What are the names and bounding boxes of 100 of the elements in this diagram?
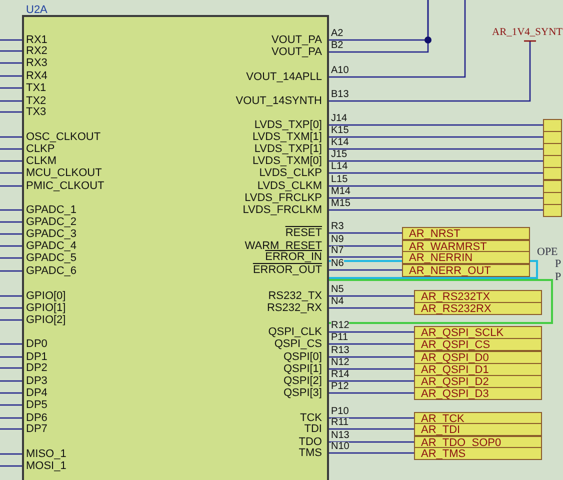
pin-number: K15 bbox=[331, 126, 349, 136]
pin-number: J14 bbox=[331, 114, 348, 124]
pin-number: L15 bbox=[331, 175, 348, 185]
pin-name: TCK bbox=[300, 412, 322, 424]
pin-name: RS232_TX bbox=[268, 290, 322, 302]
net-label-box: AR_RS232TX bbox=[414, 290, 542, 303]
pin-name: TX3 bbox=[26, 106, 46, 118]
pin-name: WARM_RESET bbox=[244, 240, 322, 252]
pin-name: GPADC_2 bbox=[26, 216, 77, 228]
pin-number: N13 bbox=[331, 431, 350, 441]
pin-name: RX2 bbox=[26, 45, 48, 57]
wire bbox=[327, 172, 543, 174]
wire bbox=[327, 209, 543, 211]
pin-name: VOUT_PA bbox=[271, 34, 322, 46]
pin-name: GPIO[0] bbox=[26, 290, 66, 302]
pin-name: GPADC_5 bbox=[26, 252, 77, 264]
part-designator: U2A bbox=[26, 4, 48, 16]
wire bbox=[327, 0, 429, 53]
pin-name: QSPI[3] bbox=[283, 387, 322, 399]
pin-name: ERROR_OUT bbox=[252, 264, 322, 276]
pin-number: R13 bbox=[331, 346, 350, 356]
net-label-box: AR_RS232RX bbox=[414, 302, 542, 315]
pin-number: N5 bbox=[331, 285, 344, 295]
pin-number: A2 bbox=[331, 29, 344, 39]
pin-number: N7 bbox=[331, 246, 344, 256]
pin-number: N10 bbox=[331, 442, 350, 452]
net-label-box: AR_NERRIN bbox=[402, 251, 530, 264]
net-label: AR_1V4_SYNT bbox=[492, 27, 560, 39]
wire bbox=[327, 307, 414, 309]
wire bbox=[327, 331, 414, 333]
wire bbox=[327, 452, 414, 454]
pin-number: P10 bbox=[331, 407, 349, 417]
wire bbox=[327, 245, 402, 247]
pin-name: QSPI[2] bbox=[283, 375, 322, 387]
pin-name: GPIO[2] bbox=[26, 314, 66, 326]
pin-name: DP1 bbox=[26, 351, 48, 363]
pin-number: K14 bbox=[331, 138, 349, 148]
pin-name: LVDS_TXP[0] bbox=[254, 119, 322, 131]
wire bbox=[327, 428, 414, 430]
pin-name: LVDS_TXM[1] bbox=[252, 131, 322, 143]
wire bbox=[327, 232, 402, 234]
pin-name: LVDS_CLKM bbox=[257, 180, 322, 192]
pin-name: GPIO[1] bbox=[26, 302, 66, 314]
pin-name: DP7 bbox=[26, 423, 48, 435]
wire bbox=[327, 269, 402, 271]
pin-name: QSPI[0] bbox=[283, 351, 322, 363]
pin-name: QSPI_CLK bbox=[268, 326, 322, 338]
pin-number: N9 bbox=[331, 235, 344, 245]
pin-name: DP2 bbox=[26, 362, 48, 374]
net-label-box: AR_TMS bbox=[414, 447, 542, 460]
wire bbox=[327, 136, 543, 138]
pin-number: B13 bbox=[331, 90, 349, 100]
wire bbox=[327, 295, 414, 297]
pin-name: GPADC_6 bbox=[26, 265, 77, 277]
pin-number: N12 bbox=[331, 358, 350, 368]
net-label-box: AR_QSPI_D0 bbox=[414, 351, 542, 364]
net-label-box bbox=[543, 204, 562, 217]
net-label-box bbox=[543, 180, 562, 193]
note-text: P bbox=[555, 258, 562, 270]
pin-name: OSC_CLKOUT bbox=[26, 131, 101, 143]
pin-name: CLKP bbox=[26, 143, 55, 155]
pin-name: RS232_RX bbox=[266, 302, 322, 314]
pin-number: R12 bbox=[331, 321, 350, 331]
note-text: P bbox=[555, 271, 562, 283]
net-label-box bbox=[543, 119, 562, 132]
net-label-box bbox=[543, 192, 562, 205]
wire bbox=[327, 441, 414, 443]
net-label-box: AR_QSPI_D2 bbox=[414, 375, 542, 388]
pin-number: M15 bbox=[331, 199, 350, 209]
net-label-box bbox=[543, 167, 562, 180]
pin-number: R11 bbox=[331, 418, 349, 428]
pin-name: QSPI[1] bbox=[283, 363, 322, 375]
pin-name: DP5 bbox=[26, 399, 48, 411]
pin-number: A10 bbox=[331, 66, 349, 76]
pin-name: LVDS_TXM[0] bbox=[252, 155, 322, 167]
pin-name: TX2 bbox=[26, 95, 46, 107]
pin-name: DP4 bbox=[26, 387, 48, 399]
wire bbox=[327, 124, 543, 126]
wire bbox=[327, 185, 543, 187]
net-label-box bbox=[543, 131, 562, 144]
pin-name: RX4 bbox=[26, 70, 48, 82]
pin-number: N4 bbox=[331, 297, 344, 307]
pin-number: P11 bbox=[331, 333, 348, 343]
wire bbox=[327, 148, 543, 150]
pin-name: RX1 bbox=[26, 34, 48, 46]
pin-name: TMS bbox=[298, 447, 322, 459]
pin-number: P12 bbox=[331, 382, 349, 392]
wire bbox=[327, 343, 414, 345]
net-label-box: AR_NERR_OUT bbox=[402, 264, 530, 277]
pin-number: L14 bbox=[331, 162, 348, 172]
wire bbox=[327, 392, 414, 394]
pin-name: VOUT_14SYNTH bbox=[236, 95, 322, 107]
pin-name: GPADC_1 bbox=[26, 204, 77, 216]
wire bbox=[327, 380, 414, 382]
pin-name: LVDS_FRCLKP bbox=[244, 192, 322, 204]
pin-name: MOSI_1 bbox=[26, 460, 66, 472]
net-label-box: AR_QSPI_SCLK bbox=[414, 326, 542, 339]
wire bbox=[327, 356, 414, 358]
pin-name: VOUT_PA bbox=[271, 46, 322, 58]
net-label-box: AR_QSPI_CS bbox=[414, 338, 542, 351]
